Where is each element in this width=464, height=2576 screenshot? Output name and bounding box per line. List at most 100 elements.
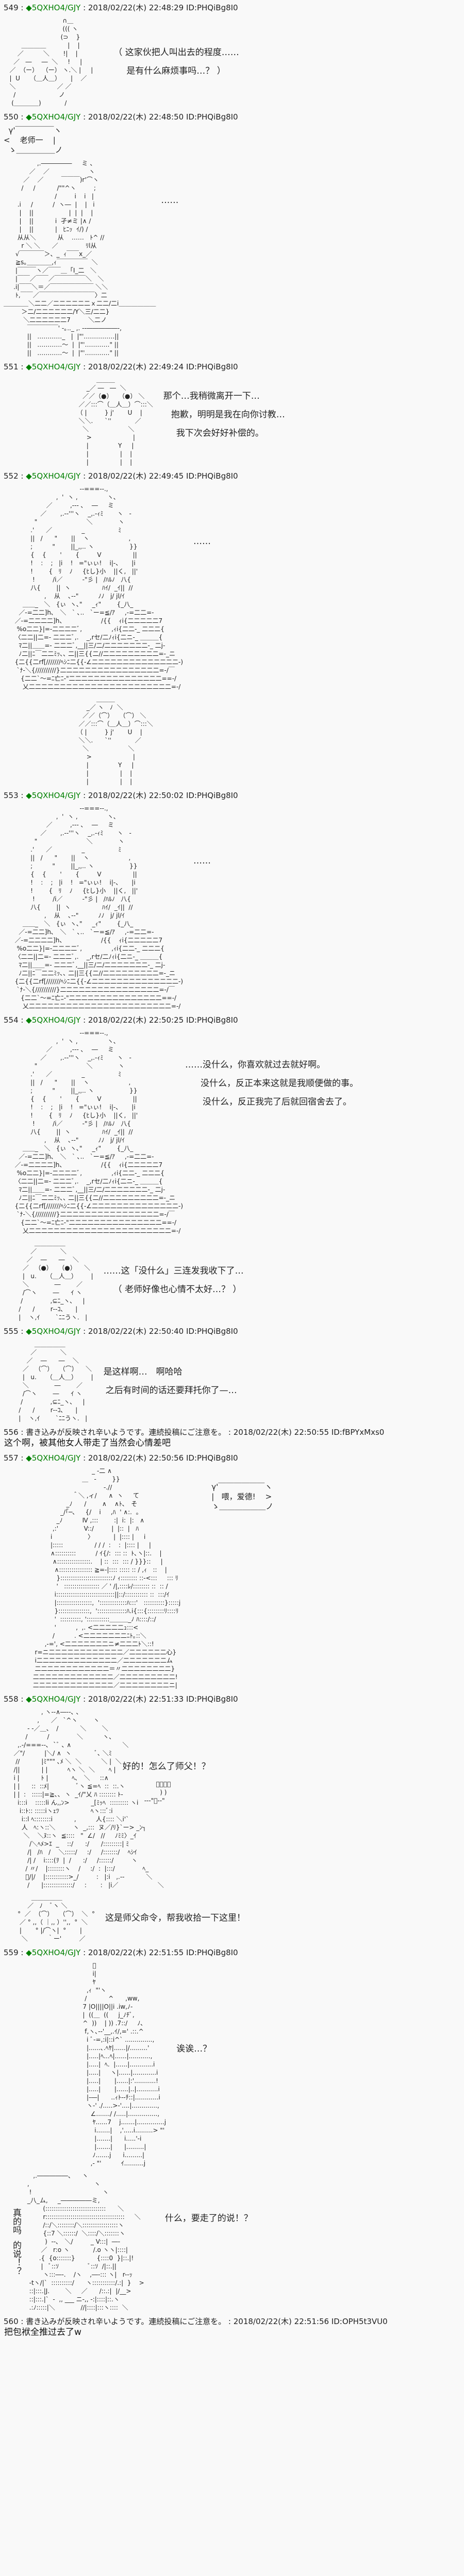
aa-creature-covering-face: ＿＿＿ _／ ヽ ﾉ ＼ ／／（⌒） （⌒） ＼ ／／:::⌒（＿人＿）⌒:::…: [76, 696, 153, 785]
scene: ＿＿＿＿＿ ／ ＼ ／ ― ― ＼ ／ （⌒） （⌒） ＼ | u. （＿人＿）…: [4, 1340, 460, 1422]
post-date-id: : 2018/02/22(木) 22:49:24 ID:PHQiBg8I0: [80, 362, 238, 371]
scene: --===--., , ' ヽ , ヽ､ ／ ,-‐‐ ､ ― ミ ／ ,.-‐…: [4, 804, 460, 1010]
poster-name: ◆5QXHO4/GJY: [26, 1453, 81, 1463]
poster-name: ◆5QXHO4/GJY: [26, 362, 81, 371]
post-number[interactable]: 555: [4, 1327, 19, 1336]
aa-creature-shocked: ＿＿＿＿＿ ／ ﾉ ﾞヽ ＼ ° ／ （⌒） （⌒） ＼ ° ／ ° ,,（ ｜…: [18, 1894, 95, 1942]
thread-page: 549 : ◆5QXHO4/GJY : 2018/02/22(木) 22:48:…: [0, 3, 464, 2343]
post-549: 549 : ◆5QXHO4/GJY : 2018/02/22(木) 22:48:…: [0, 3, 464, 112]
aa-creature-holding: ＿＿＿＿＿ ／ ＼ ／ ― ― ＼ ／ （⌒） （⌒） ＼ | u. （＿人＿）…: [19, 1341, 93, 1422]
post-number[interactable]: 556: [4, 1428, 19, 1437]
post-date-id: : 2018/02/22(木) 22:50:40 ID:PHQiBg8I0: [80, 1327, 238, 1336]
dialogue: ……没什么，你喜欢就过去就好啊。 没什么，反正本来这就是我顺便做的事。 没什么，…: [185, 1060, 358, 1107]
post-header: 556 : 書き込みが反映され辛いようです。連続投稿にご注意を。 : 2018/…: [4, 1428, 460, 1437]
vertical-text: 的说！？: [11, 2240, 21, 2276]
aa-creature-covering-face: ＿＿＿ _／ ― ― ＼ ／／（●） （●） ＼ ／／:::⌒（＿人＿）⌒:::…: [76, 376, 153, 466]
dialogue: ……: [161, 195, 178, 206]
speech-bubble-ed: γ'￣￣￣￣￣￣ヽ | 喂，爱德! > ゝ＿＿＿＿＿＿ノ: [211, 1482, 274, 1511]
post-number[interactable]: 551: [4, 362, 19, 371]
post-number[interactable]: 559: [4, 1948, 19, 1957]
separator: :: [18, 1015, 26, 1025]
post-date-id: : 2018/02/22(木) 22:49:45 ID:PHQiBg8I0: [80, 471, 238, 481]
dialogue: ……这「没什么」三连发我收下了… （ 老师好像也心情不太好…？ ）: [104, 1266, 244, 1295]
dialogue-line: ……: [193, 856, 211, 866]
post-number[interactable]: 550: [4, 112, 19, 122]
post-551: 551 : ◆5QXHO4/GJY : 2018/02/22(木) 22:49:…: [0, 362, 464, 471]
separator: :: [18, 1694, 26, 1704]
post-date-id: : 2018/02/22(木) 22:50:25 ID:PHQiBg8I0: [80, 1015, 238, 1025]
dialogue-line: 抱歉，明明是我在向你讨教…: [171, 410, 285, 420]
post-header: 554 : ◆5QXHO4/GJY : 2018/02/22(木) 22:50:…: [4, 1015, 460, 1025]
aa-master: , ヽ--∧―‐-､ 、 , ／ `^ヽ ヽ - -／＿、 / ＼ ＼ / / …: [13, 1708, 164, 1889]
separator: :: [18, 1948, 26, 1957]
dialogue-line: 什么，要走了的说！？: [164, 2213, 253, 2224]
scene: γ'￣￣￣￣￣ヽ < 老师一 | ゝ＿＿＿＿＿ノ: [4, 126, 460, 155]
dialogue-line: 是这样啊… 啊哈哈: [103, 1367, 183, 1377]
dialogue-line: ……这「没什么」三连发我收下了…: [103, 1266, 244, 1276]
poster-name: ◆5QXHO4/GJY: [26, 1948, 81, 1957]
separator: :: [18, 1327, 26, 1336]
separator: :: [18, 362, 26, 371]
dialogue: ……: [193, 856, 211, 866]
post-header: 549 : ◆5QXHO4/GJY : 2018/02/22(木) 22:48:…: [4, 3, 460, 12]
aa-creature-holding: ＿＿＿＿＿ ／ ＼ ／ ― ― ＼ ／ （●） （●） ＼ | u. （＿人＿）…: [19, 1240, 93, 1321]
dialogue-line: ……没什么，你喜欢就过去就好啊。: [185, 1060, 326, 1070]
poster-name: ◆5QXHO4/GJY: [26, 1015, 81, 1025]
scene: ＿＿＿ _／ ヽ ﾉ ＼ ／／（⌒） （⌒） ＼ ／／:::⌒（＿人＿）⌒:::…: [4, 695, 460, 786]
reply-text: 这个啊，被其他女人带走了当然会心情差吧: [4, 1438, 171, 1448]
scene: , ヽ--∧―‐-､ 、 , ／ `^ヽ ヽ - -／＿、 / ＼ ＼ / / …: [4, 1708, 460, 1889]
scene: 真的吗 的说！？ ,.―――――、 ヽ , ヽ ! ヽ _八_ム, _―――――…: [4, 2172, 460, 2312]
dialogue: 这是师父命令，帮我收拾一下这里！: [105, 1913, 245, 1923]
post-date-id: : 2018/02/22(木) 22:51:56 ID:OPH5t3VU0: [226, 2317, 388, 2326]
post-557: 557 : ◆5QXHO4/GJY : 2018/02/22(木) 22:50:…: [0, 1453, 464, 1694]
poster-name: ◆5QXHO4/GJY: [26, 1694, 81, 1704]
poster-name: ◆5QXHO4/GJY: [26, 1327, 81, 1336]
vertical-text: 真的吗: [11, 2208, 21, 2234]
aa-girl-at-table: ,.――――― ミ 、 ／ ／ ヽ ／ ／ ￣￣￣)r'⌒ヽ / / /""^ヽ…: [4, 160, 156, 357]
post-559: 559 : ◆5QXHO4/GJY : 2018/02/22(木) 22:51:…: [0, 1948, 464, 2317]
aa-creature-pointing: ∩＿ ((( ヽ (⊃ } ＿＿＿＿ | | ／ ＼ !| | ／ ― ― ＼ …: [9, 17, 93, 107]
post-header: 558 : ◆5QXHO4/GJY : 2018/02/22(木) 22:51:…: [4, 1694, 460, 1704]
dialogue-line: 好的！怎么了师父！？: [122, 1761, 210, 1772]
dialogue: 好的！怎么了师父！？ ﾞ､ﾞ､ ) ) --‐"ﾞ--": [123, 1761, 210, 1805]
dialogue-line: 没什么，反正我完了后就回宿舍去了。: [203, 1097, 352, 1107]
post-555: 555 : ◆5QXHO4/GJY : 2018/02/22(木) 22:50:…: [0, 1327, 464, 1428]
aa-nyaruko: ,.―――――、 ヽ , ヽ ! ヽ _八_ム, _―――――ミ, (:::::…: [27, 2172, 144, 2311]
poster-name: ◆5QXHO4/GJY: [26, 3, 81, 12]
poster-name: 書き込みが反映され辛いようです。連続投稿にご注意を。: [26, 2317, 226, 2326]
post-number[interactable]: 553: [4, 791, 19, 800]
separator: :: [18, 3, 26, 12]
post-number[interactable]: 558: [4, 1694, 19, 1704]
dialogue-line: 我下次会好好补偿的。: [176, 428, 264, 438]
reply-text: 把包袱全推过去了w: [4, 2327, 81, 2337]
post-header: 560 : 書き込みが反映され辛いようです。連続投稿にご注意を。 : 2018/…: [4, 2317, 460, 2326]
dialogue: 那个…我稍微离开一下… 抱歉，明明是我在向你讨教… 我下次会好好补偿的。: [163, 391, 285, 438]
separator: :: [18, 112, 26, 122]
dialogue: 是这样啊… 啊哈哈 之后有时间的话还要拜托你了—…: [104, 1367, 237, 1396]
separator: :: [18, 2317, 26, 2326]
scene: ,.――――― ミ 、 ／ ／ ヽ ／ ／ ￣￣￣)r'⌒ヽ / / /""^ヽ…: [4, 159, 460, 357]
post-560: 560 : 書き込みが反映され辛いようです。連続投稿にご注意を。 : 2018/…: [0, 2317, 464, 2343]
post-date-id: : 2018/02/22(木) 22:51:33 ID:PHQiBg8I0: [80, 1694, 238, 1704]
separator: :: [18, 1453, 26, 1463]
post-number[interactable]: 552: [4, 471, 19, 481]
post-header: 551 : ◆5QXHO4/GJY : 2018/02/22(木) 22:49:…: [4, 362, 460, 371]
post-number[interactable]: 560: [4, 2317, 19, 2326]
scene: ＿＿＿＿＿ ／ ＼ ／ ― ― ＼ ／ （●） （●） ＼ | u. （＿人＿）…: [4, 1239, 460, 1321]
scene: ∩＿ ((( ヽ (⊃ } ＿＿＿＿ | | ／ ＼ !| | ／ ― ― ＼ …: [4, 16, 460, 107]
post-header: 553 : ◆5QXHO4/GJY : 2018/02/22(木) 22:50:…: [4, 791, 460, 800]
scene: _ -二 ∧ ＿ - }} -.// ＾＼ ,ィ/ ∧ ヽ て _ﾉ / ∧ ∧: [4, 1467, 460, 1689]
post-550: 550 : ◆5QXHO4/GJY : 2018/02/22(木) 22:48:…: [0, 112, 464, 362]
post-date-id: : 2018/02/22(木) 22:50:02 ID:PHQiBg8I0: [80, 791, 238, 800]
dialogue-line: （ 老师好像也心情不太好…？ ）: [113, 1284, 242, 1295]
post-number[interactable]: 554: [4, 1015, 19, 1025]
post-date-id: : 2018/02/22(木) 22:48:29 ID:PHQiBg8I0: [80, 3, 238, 12]
scene: --===--., , ' ヽ , ヽ､ ／ ,-‐‐ ､ ― ミ ／ ,.-‐…: [4, 485, 460, 691]
post-number[interactable]: 549: [4, 3, 19, 12]
aa-girl-face: --===--., , ' ヽ , ヽ､ ／ ,-‐‐ ､ ― ミ ／ ,.-‐…: [14, 485, 184, 690]
post-552: 552 : ◆5QXHO4/GJY : 2018/02/22(木) 22:49:…: [0, 471, 464, 791]
post-header: 552 : ◆5QXHO4/GJY : 2018/02/22(木) 22:49:…: [4, 471, 460, 481]
post-number[interactable]: 557: [4, 1453, 19, 1463]
dialogue-line: 是有什么麻烦事吗…？ ）: [126, 66, 226, 76]
post-554: 554 : ◆5QXHO4/GJY : 2018/02/22(木) 22:50:…: [0, 1015, 464, 1327]
